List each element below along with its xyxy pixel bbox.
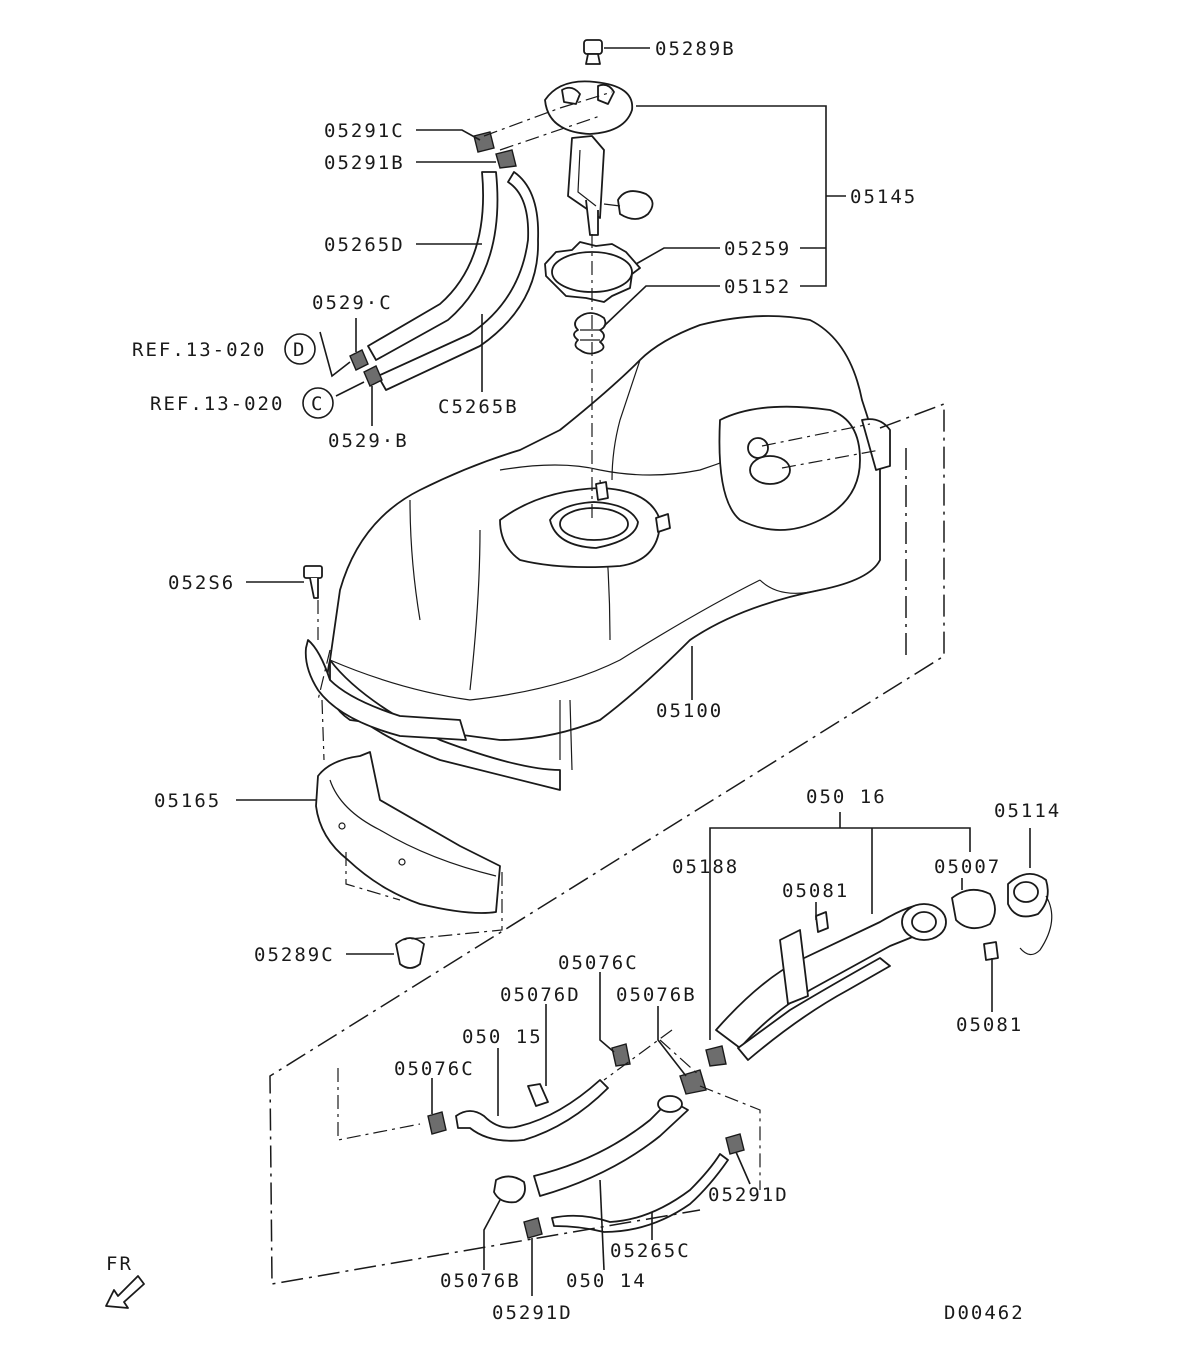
ref-circle-d xyxy=(284,333,316,365)
label-05076b-top: 05076B xyxy=(616,984,697,1006)
label-05259: 05259 xyxy=(724,238,791,260)
label-05014: 050 14 xyxy=(566,1270,647,1292)
part-labels: 05289B 05291C 05291B 05145 05265D 05259 … xyxy=(106,38,1061,1324)
label-05100: 05100 xyxy=(656,700,723,722)
diagram-code: D00462 xyxy=(944,1302,1025,1324)
label-05076c-left: 05076C xyxy=(394,1058,475,1080)
label-05289b: 05289B xyxy=(655,38,736,60)
label-05081-top: 05081 xyxy=(782,880,849,902)
label-05015: 050 15 xyxy=(462,1026,543,1048)
lower-filler-hoses xyxy=(427,1043,745,1239)
dashed-outlines xyxy=(269,91,945,1285)
label-05076c-top: 05076C xyxy=(558,952,639,974)
label-ref-c: REF.13-020 xyxy=(150,393,284,415)
label-05291b-mid: 0529·B xyxy=(328,430,409,452)
label-ref-d-letter: D xyxy=(293,339,306,361)
label-05081-right: 05081 xyxy=(956,1014,1023,1036)
filler-neck-assembly xyxy=(705,873,1053,1067)
label-05289c: 05289C xyxy=(254,944,335,966)
label-05291d-bottom: 05291D xyxy=(492,1302,573,1324)
label-05188: 05188 xyxy=(672,856,739,878)
label-05007: 05007 xyxy=(934,856,1001,878)
label-05076d: 05076D xyxy=(500,984,581,1006)
label-05016: 050 16 xyxy=(806,786,887,808)
tank-band-and-protector xyxy=(303,565,501,969)
label-05265c: 05265C xyxy=(610,1240,691,1262)
label-05291c-mid: 0529·C xyxy=(312,292,393,314)
label-05291c-top: 05291C xyxy=(324,120,405,142)
label-05076b-bottom: 05076B xyxy=(440,1270,521,1292)
front-direction-arrow-icon xyxy=(105,1275,145,1309)
ref-circle-c xyxy=(302,387,334,419)
upper-vapor-hoses xyxy=(349,131,539,391)
leader-lines xyxy=(236,47,1031,1296)
label-ref-d: REF.13-020 xyxy=(132,339,266,361)
label-05291d-right: 05291D xyxy=(708,1184,789,1206)
label-ref-c-letter: C xyxy=(311,393,324,415)
label-05296: 052S6 xyxy=(168,572,235,594)
label-05145: 05145 xyxy=(850,186,917,208)
label-05265d: 05265D xyxy=(324,234,405,256)
label-05291b-top: 05291B xyxy=(324,152,405,174)
fuel-pump-module xyxy=(544,39,654,236)
label-05265b: C5265B xyxy=(438,396,519,418)
ring-05152 xyxy=(573,312,607,355)
label-05165: 05165 xyxy=(154,790,221,812)
label-05152: 05152 xyxy=(724,276,791,298)
label-05114: 05114 xyxy=(994,800,1061,822)
front-direction-label: FR xyxy=(106,1253,133,1275)
